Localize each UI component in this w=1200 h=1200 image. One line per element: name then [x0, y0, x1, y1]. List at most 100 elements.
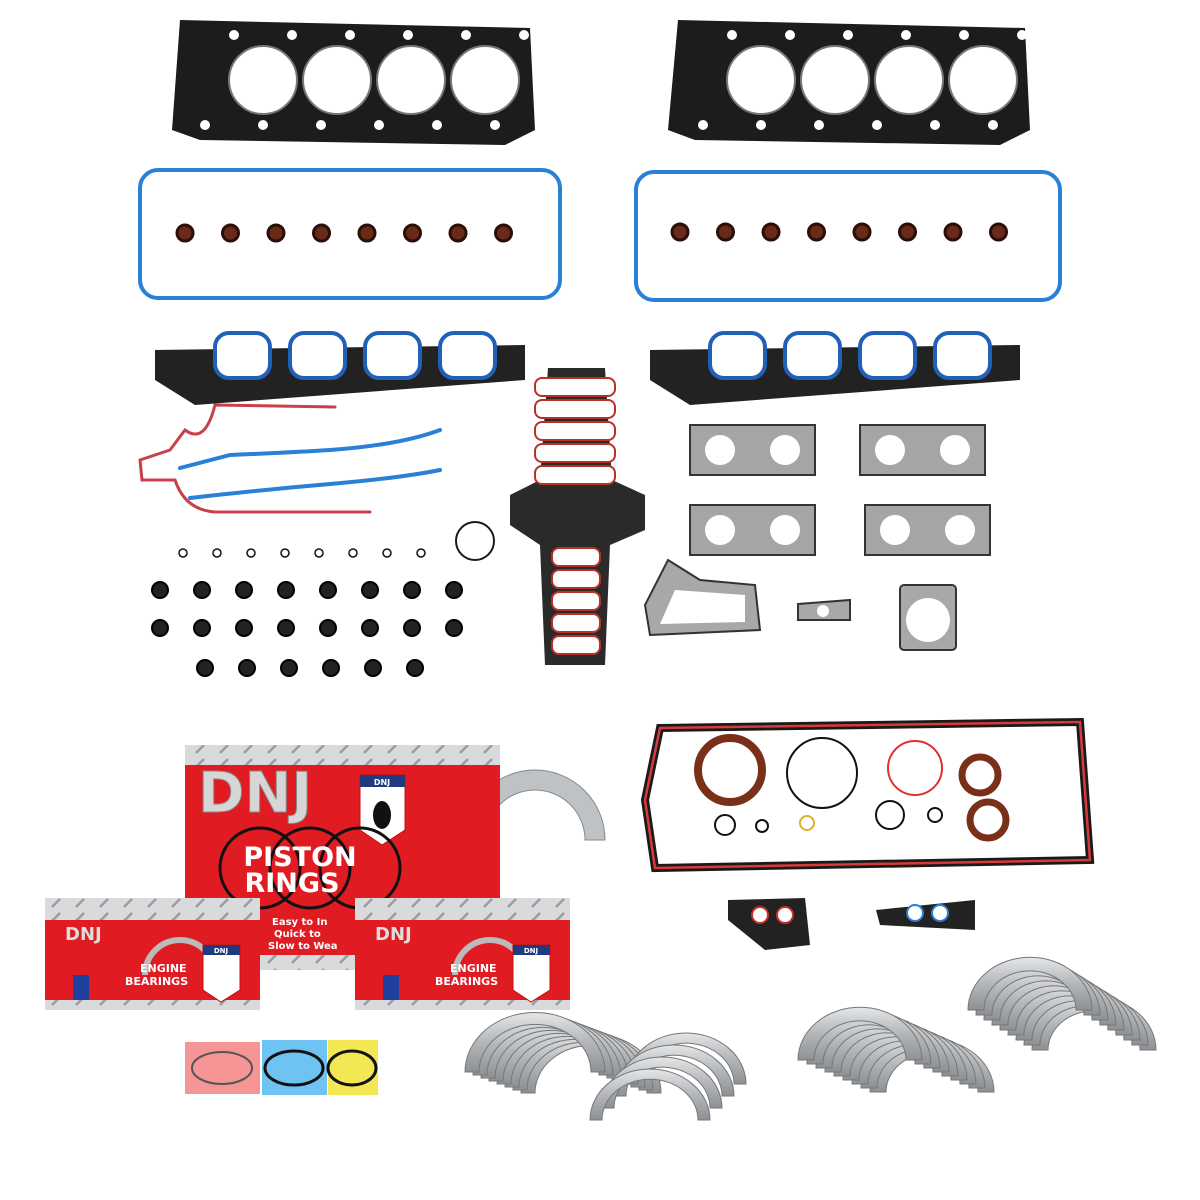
rod-bearing-set-large	[797, 1006, 995, 1093]
exhaust-port	[940, 435, 970, 465]
exhaust-manifold-gasket	[864, 504, 991, 556]
shield-brand: DNJ	[524, 947, 538, 955]
small-o-ring	[416, 548, 426, 558]
upper-intake-gasket	[510, 368, 645, 665]
upper-intake-port	[534, 377, 616, 397]
exhaust-port	[770, 435, 800, 465]
head-gasket-right	[668, 20, 1030, 145]
bolt-hole	[843, 30, 853, 40]
bolt-hole	[727, 30, 737, 40]
cylinder-bore	[800, 45, 870, 115]
piston-ring-bag-blue	[262, 1040, 327, 1095]
bolt-hole	[258, 120, 268, 130]
front-cover-gaskets	[138, 403, 442, 514]
valve-stem-seal	[403, 223, 422, 243]
intake-manifold-gasket	[155, 331, 525, 405]
valve-seal	[280, 659, 298, 677]
valve-seal	[151, 581, 169, 599]
valve-seal	[322, 659, 340, 677]
cylinder-bore	[450, 45, 520, 115]
exhaust-port	[705, 515, 735, 545]
bearing-box-line2: BEARINGS	[125, 975, 188, 988]
piston-ring-bag-red	[185, 1042, 260, 1094]
shield-brand: DNJ	[374, 778, 390, 787]
valve-seal	[193, 581, 211, 599]
valve-seal	[403, 581, 421, 599]
bolt-hole	[872, 120, 882, 130]
bolt-hole	[959, 30, 969, 40]
bearing-box-brand: DNJ	[65, 924, 102, 945]
cylinder-bore	[302, 45, 372, 115]
valve-stem-seal	[670, 222, 690, 242]
intake-port-seal	[933, 331, 992, 380]
valve-stem-seal	[357, 223, 377, 243]
small-o-ring	[314, 548, 324, 558]
bolt-hole	[901, 30, 911, 40]
valve-seal	[277, 581, 295, 599]
misc-gasket-throttle	[643, 558, 762, 637]
upper-intake-port	[551, 613, 601, 633]
intake-manifold-gasket	[650, 331, 1020, 405]
mascot	[383, 975, 399, 1000]
head-gasket-left	[172, 20, 535, 145]
rod-bearing-set-small	[589, 1032, 747, 1121]
intake-port-seal	[363, 331, 422, 380]
small-o-ring	[212, 548, 222, 558]
valve-stem-seal	[943, 222, 963, 242]
valve-stem-seal	[761, 222, 781, 242]
cylinder-bore	[228, 45, 298, 115]
main-bearing-set-right	[967, 956, 1157, 1051]
mascot	[73, 975, 89, 1000]
bolt-hole	[403, 30, 413, 40]
valve-seal	[196, 659, 214, 677]
intake-port-seal	[288, 331, 347, 380]
bolt-hole	[490, 120, 500, 130]
upper-intake-port	[534, 399, 616, 419]
exhaust-port	[875, 435, 905, 465]
exhaust-manifold-gasket	[689, 504, 816, 556]
upper-intake-port	[551, 591, 601, 611]
valve-stem-seal	[175, 223, 195, 243]
small-o-ring	[382, 548, 392, 558]
bolt-hole	[756, 120, 766, 130]
exhaust-manifold-gasket	[689, 424, 816, 476]
upper-intake-port	[534, 421, 616, 441]
exhaust-manifold-gasket	[859, 424, 986, 476]
bolt-hole	[461, 30, 471, 40]
bearing-shell	[967, 956, 1093, 1011]
valve-seal	[235, 619, 253, 637]
bolt-hole	[814, 120, 824, 130]
valve-seal	[235, 581, 253, 599]
small-o-ring	[246, 548, 256, 558]
valve-seal	[361, 581, 379, 599]
valve-stem-seal	[807, 222, 826, 242]
valve-seal	[319, 581, 337, 599]
piston-box-title-line2: RINGS	[244, 868, 339, 899]
bolt-hole	[287, 30, 297, 40]
bolt-hole	[785, 30, 795, 40]
valve-stem-seal	[266, 223, 286, 243]
bolt-hole	[930, 120, 940, 130]
bolt-hole	[316, 120, 326, 130]
exhaust-port	[705, 435, 735, 465]
valve-seal	[403, 619, 421, 637]
exhaust-port	[770, 515, 800, 545]
cylinder-bore	[948, 45, 1018, 115]
valve-stem-seal	[716, 222, 735, 242]
valve-cover-gasket-left	[138, 168, 562, 300]
small-o-ring	[178, 548, 188, 558]
bolt-hole	[229, 30, 239, 40]
small-o-ring	[348, 548, 358, 558]
throttle-body-gasket	[899, 584, 957, 651]
piston-box-title-line1: PISTON	[243, 842, 356, 873]
intake-port-seal	[783, 331, 842, 380]
slogan-line2: Quick to	[274, 929, 321, 940]
upper-intake-port	[551, 635, 601, 655]
valve-seal	[277, 619, 295, 637]
bolt-hole	[1017, 30, 1027, 40]
bolt-hole	[519, 30, 529, 40]
bearing-box-brand: DNJ	[375, 924, 412, 945]
